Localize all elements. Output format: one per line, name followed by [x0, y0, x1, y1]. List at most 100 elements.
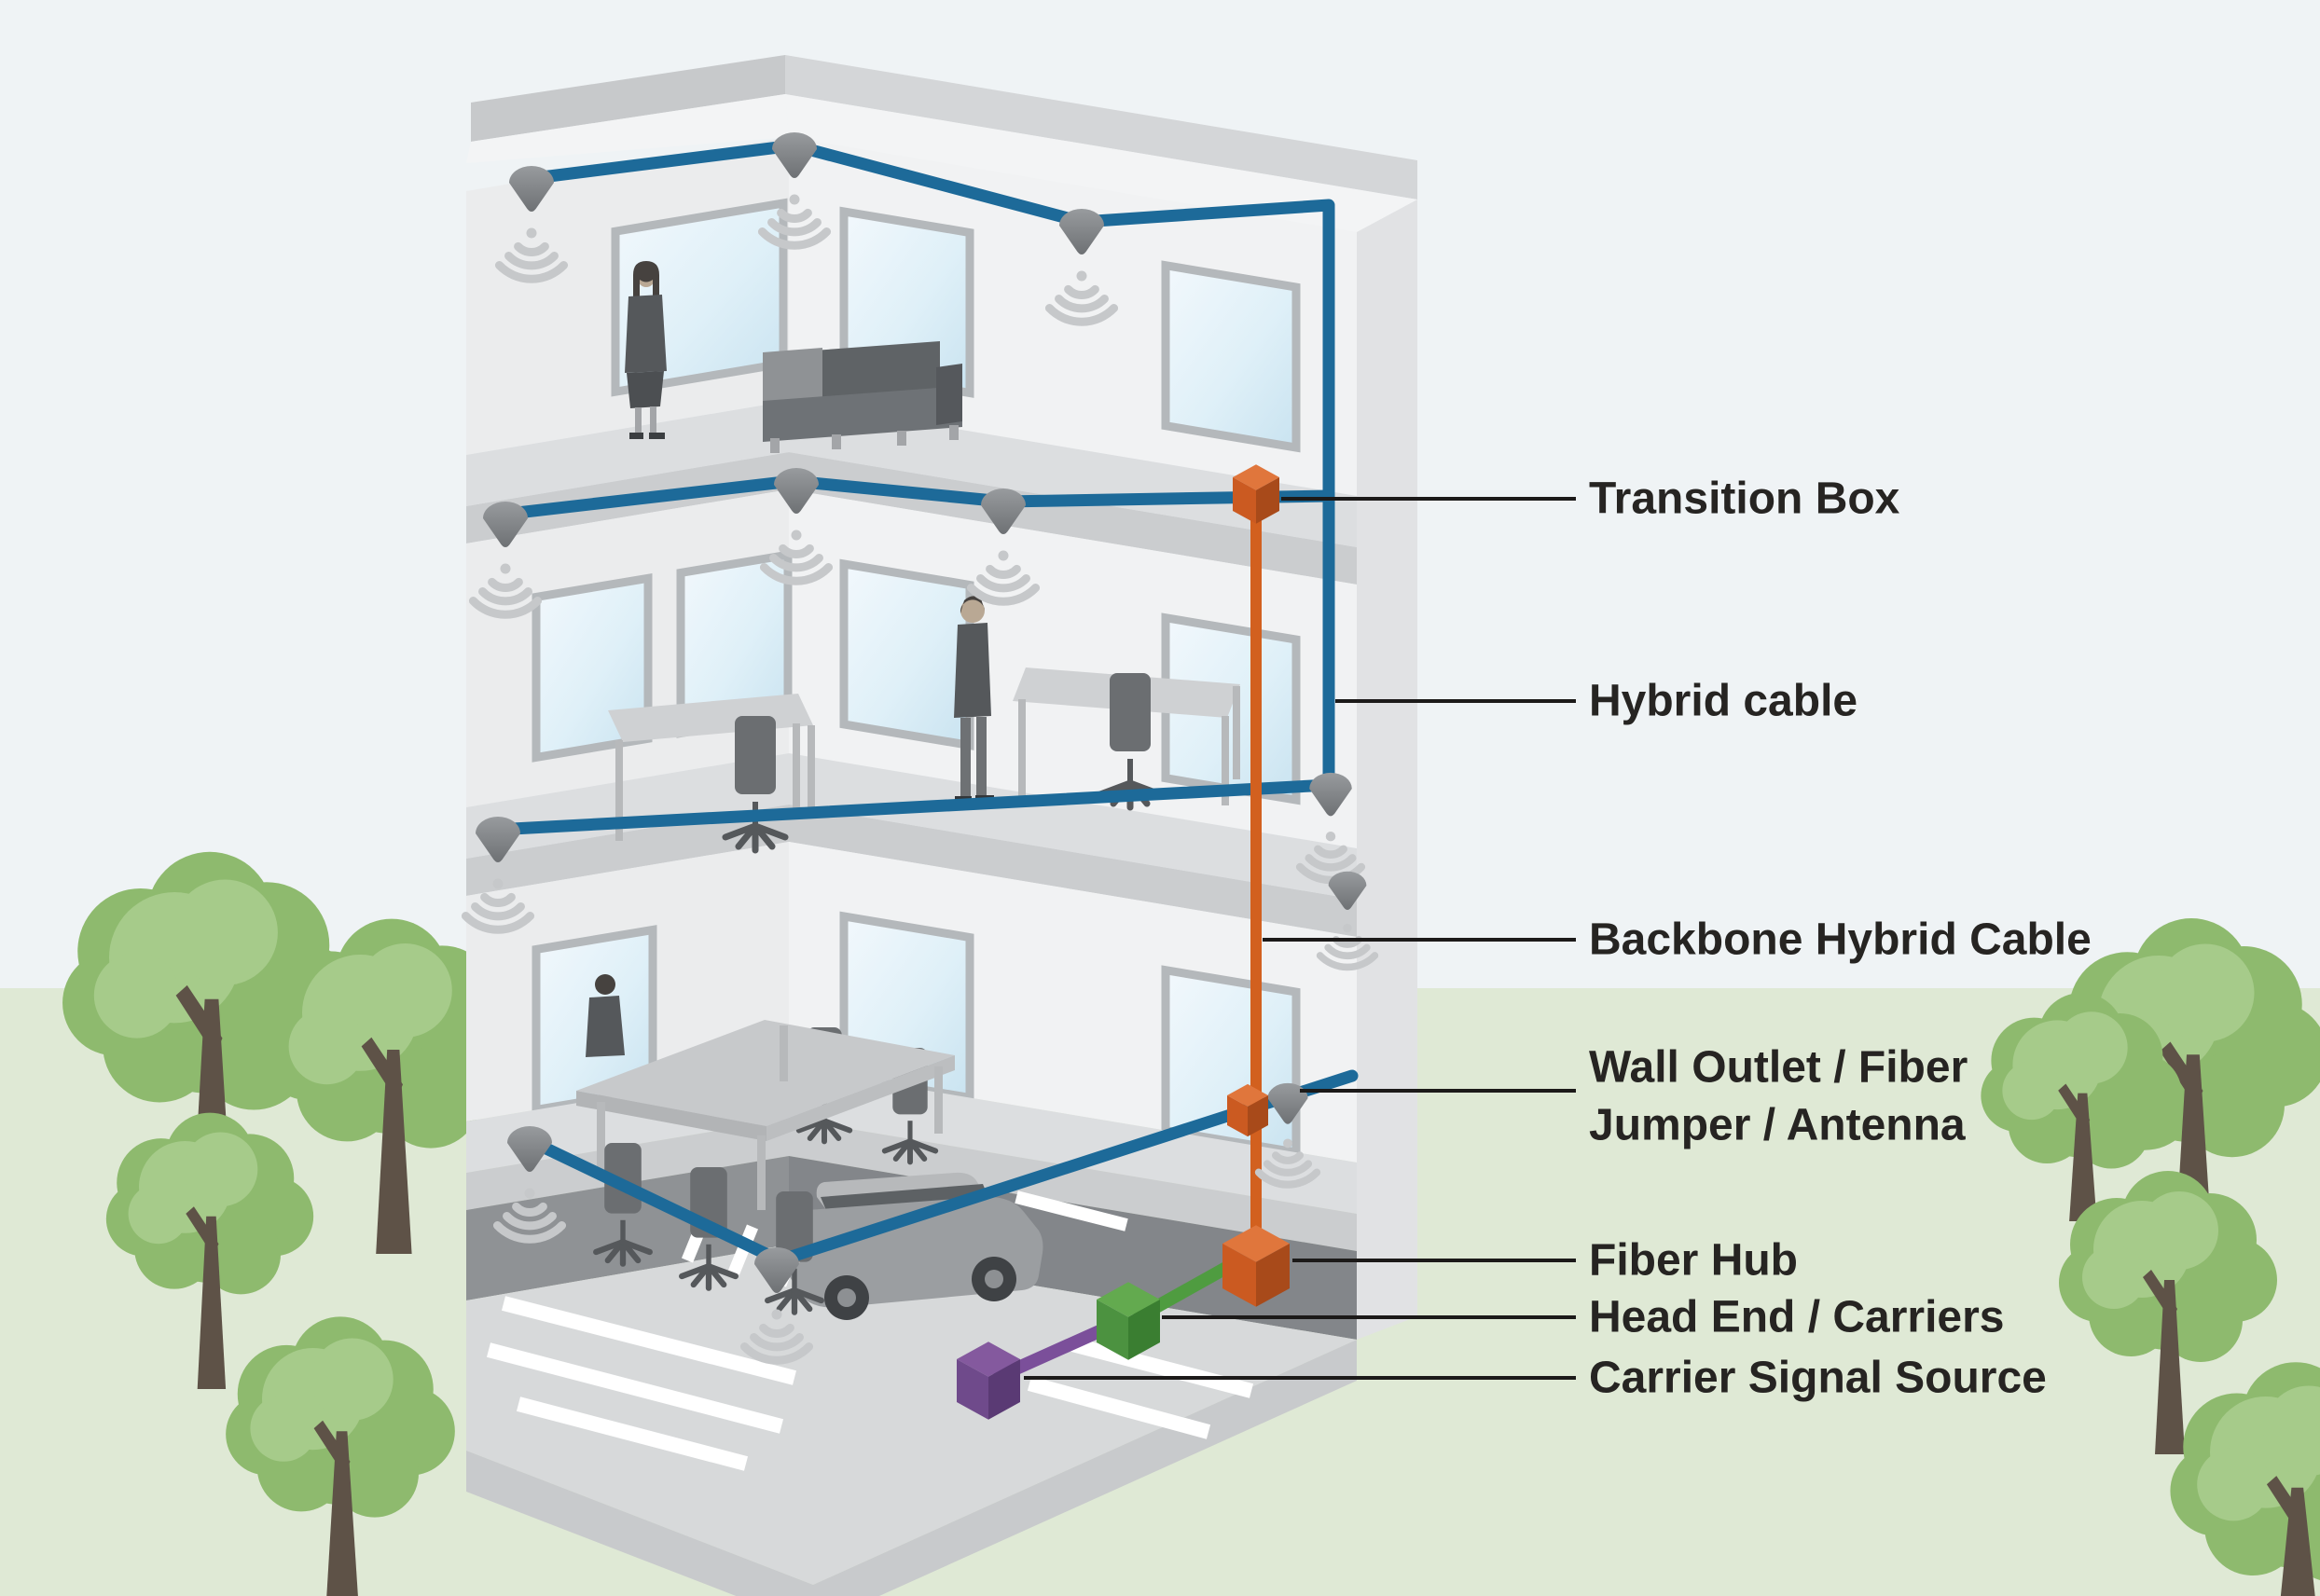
- slab-surface: [466, 753, 1357, 900]
- ceiling-top-floor-left: [466, 94, 789, 163]
- tree-canopy-highlight: [2140, 1191, 2218, 1270]
- wifi-arc-icon: [1314, 845, 1347, 859]
- person-shoe: [649, 433, 665, 439]
- roof-parapet-right: [785, 55, 1417, 200]
- wifi-arc-icon: [461, 912, 535, 934]
- sofa-leg: [949, 425, 959, 440]
- hybrid-cable-run-floor2: [494, 475, 1335, 521]
- person-head: [595, 974, 615, 995]
- wifi-arc-icon: [492, 1221, 567, 1244]
- person-hair: [960, 596, 985, 613]
- chair-base: [619, 1239, 653, 1256]
- wifi-arc-icon: [1064, 284, 1099, 299]
- wifi-arc-icon: [512, 1202, 547, 1217]
- person-seated-woman: [586, 974, 625, 1057]
- antenna-dome-icon: [1309, 772, 1352, 817]
- tree: [2059, 1171, 2277, 1454]
- carrier-signal-source-box: [957, 1341, 1020, 1420]
- wifi-arc-icon: [750, 1332, 804, 1352]
- sofa-leg: [770, 438, 780, 453]
- wifi-dot-icon: [1076, 270, 1087, 282]
- tree-canopy-highlight: [128, 1183, 189, 1245]
- desk: [608, 694, 815, 841]
- carrier-signal-source-box-side: [988, 1359, 1020, 1420]
- table-leg: [780, 1025, 788, 1081]
- tree-canopy-highlight: [2055, 1011, 2128, 1084]
- table-leg: [757, 1135, 766, 1210]
- desk-leg: [793, 723, 800, 817]
- wifi-arc-icon: [480, 892, 516, 907]
- wifi-dot-icon: [1343, 923, 1352, 933]
- wifi-arc-icon: [759, 1323, 794, 1338]
- tree-branch: [2160, 1041, 2203, 1108]
- wall-outlet-box-front: [1227, 1095, 1248, 1137]
- antenna-dome-icon: [1059, 209, 1104, 255]
- chair-back: [735, 716, 776, 794]
- wifi-dot-icon: [1283, 1138, 1292, 1149]
- chair-back: [1110, 673, 1151, 751]
- wifi-dot-icon: [791, 530, 802, 541]
- label-carrier-signal-source: Carrier Signal Source: [1589, 1354, 2047, 1403]
- sofa-leg: [832, 434, 841, 449]
- chair-base: [791, 1287, 824, 1304]
- chair-post: [907, 1121, 913, 1143]
- tree-branch: [2058, 1083, 2091, 1132]
- tree-canopy: [200, 1214, 281, 1295]
- fiber-hub-box-front: [1222, 1244, 1256, 1307]
- antenna-dome-icon: [981, 488, 1026, 534]
- sofa: [763, 341, 962, 453]
- wifi-dot-icon: [492, 878, 504, 889]
- label-wall-outlet-fiber-jumper-antenna-line1: Wall Outlet / Fiber: [1589, 1043, 1968, 1093]
- wifi-arc-icon: [739, 1342, 814, 1365]
- wifi-arc-icon: [1263, 1160, 1313, 1176]
- head-end-box-front: [1097, 1300, 1128, 1360]
- sofa-leg: [897, 431, 906, 446]
- window: [1161, 260, 1301, 453]
- wifi-dot-icon: [526, 227, 537, 239]
- floor-2: [466, 489, 1357, 937]
- ceiling-antenna: [494, 166, 569, 283]
- tree: [2170, 1362, 2320, 1596]
- trees-layer: [62, 851, 2320, 1596]
- tree: [226, 1316, 455, 1596]
- label-backbone-hybrid-cable: Backbone Hybrid Cable: [1589, 915, 2092, 965]
- desk-leg: [1233, 686, 1240, 779]
- ceiling-antenna: [1254, 1082, 1321, 1189]
- tree-canopy-highlight: [2082, 1245, 2146, 1309]
- table-leg: [934, 1066, 943, 1134]
- chair-post: [1127, 759, 1133, 785]
- hybrid-cable-run-floor1-riser-floor3: [489, 139, 1335, 836]
- car-wheel-hub: [837, 1288, 856, 1307]
- tree-canopy-highlight: [172, 879, 278, 985]
- antenna-dome-icon: [1267, 1082, 1308, 1124]
- antenna-dome-icon: [772, 132, 817, 178]
- label-hybrid-cable: Hybrid cable: [1589, 677, 1857, 726]
- wifi-arc-icon: [503, 1211, 557, 1231]
- person-hair: [633, 261, 659, 296]
- wifi-arc-icon: [1324, 943, 1371, 960]
- wifi-dot-icon: [998, 550, 1009, 561]
- tree-canopy-highlight: [2197, 1448, 2271, 1521]
- wifi-arc-icon: [488, 577, 523, 592]
- person-torso: [586, 996, 625, 1057]
- transition-box-side: [1256, 477, 1279, 524]
- antenna-dome-icon: [476, 817, 520, 862]
- wifi-arc-icon: [1055, 294, 1109, 313]
- tree-canopy-highlight: [2156, 943, 2255, 1042]
- person-leg: [960, 718, 971, 798]
- wall-outlet-box-side: [1248, 1095, 1268, 1137]
- table-edge: [766, 1055, 955, 1141]
- tree-canopy-highlight: [311, 1338, 394, 1421]
- antenna-dome-icon: [774, 468, 819, 514]
- tree-trunk: [197, 1216, 227, 1389]
- antennas-layer: [461, 132, 1379, 1365]
- wifi-arc-icon: [966, 584, 1041, 606]
- wall-outlet-box: [1227, 1083, 1268, 1137]
- ceiling-antenna: [1044, 209, 1119, 326]
- tree-branch: [313, 1420, 351, 1476]
- tree-canopy: [380, 1047, 481, 1149]
- office-chair: [722, 716, 789, 854]
- tree-canopy: [2179, 1052, 2285, 1158]
